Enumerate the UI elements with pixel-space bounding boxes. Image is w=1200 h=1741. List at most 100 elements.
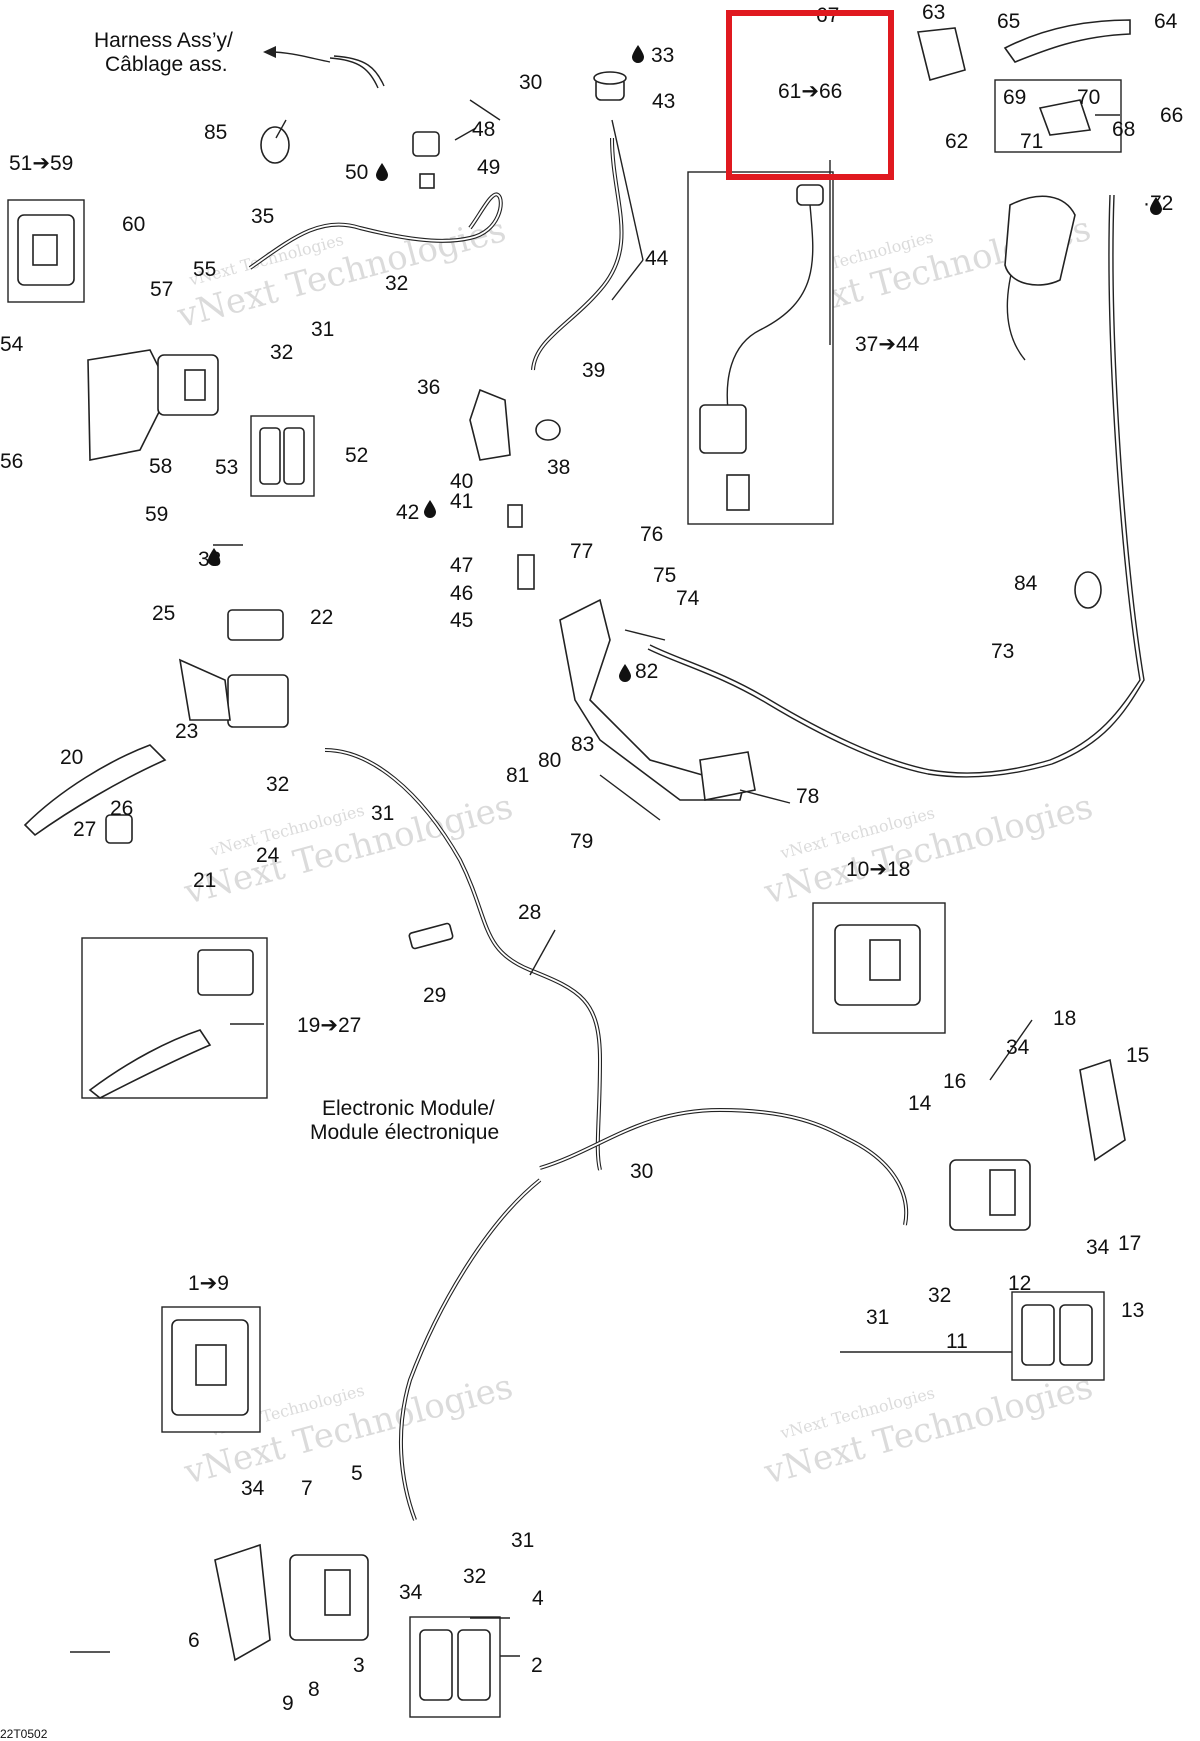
callout: 19➔27 — [297, 1014, 361, 1037]
caliper-piston — [32, 234, 58, 266]
leader-line — [989, 1019, 1033, 1081]
callout: 30 — [519, 71, 542, 94]
callout: 7 — [301, 1477, 313, 1500]
clamp — [260, 126, 290, 164]
callout: 58 — [149, 455, 172, 478]
callout: 29 — [423, 984, 446, 1007]
callout: 78 — [796, 785, 819, 808]
callout: 68 — [1112, 118, 1135, 141]
callout: 13 — [1121, 1299, 1144, 1322]
callout: 32 — [385, 272, 408, 295]
reservoir-hose — [531, 137, 624, 371]
callout: 34 — [1086, 1236, 1110, 1259]
switch-nut — [419, 173, 435, 189]
caliper-piston — [195, 1344, 227, 1386]
callout: 48 — [472, 118, 495, 141]
callout: 65 — [997, 10, 1020, 33]
callout: 2 — [531, 1654, 543, 1677]
brake-line — [249, 193, 502, 269]
watermark-layer: vNext Technologies vNext Technologies vN… — [173, 209, 1097, 1493]
callout: 70 — [1077, 86, 1100, 109]
callout: 80 — [538, 749, 561, 772]
callout-labels: 67 63 65 64 33 30 43 61➔66 69 70 66 68 7… — [0, 1, 1183, 1715]
brake-lever — [88, 1029, 212, 1099]
reservoir-cover — [227, 609, 284, 641]
callout: 8 — [308, 1678, 320, 1701]
callout: 27 — [73, 818, 96, 841]
brake-pad — [457, 1629, 491, 1701]
callout: 6 — [188, 1629, 200, 1652]
reservoir-hose — [532, 137, 623, 371]
callout: 32 — [463, 1565, 486, 1588]
caliper-bracket — [87, 349, 171, 461]
callout: 79 — [570, 830, 593, 853]
callout: 3 — [353, 1654, 365, 1677]
switch — [412, 131, 440, 157]
pedal-pad — [699, 751, 756, 801]
module-caption-line1: Electronic Module/ — [322, 1097, 495, 1120]
caliper-bracket — [214, 1543, 271, 1662]
callout: 49 — [477, 156, 500, 179]
leader-lines — [70, 99, 1120, 1657]
callout: 9 — [282, 1692, 294, 1715]
brake-pad — [1021, 1304, 1055, 1366]
drop-icon — [208, 548, 220, 566]
clevis — [517, 554, 535, 590]
callout: 12 — [1008, 1272, 1031, 1295]
callout: 44 — [645, 247, 669, 270]
highlight-box — [726, 10, 894, 180]
leader-line — [739, 789, 791, 804]
return-spring — [599, 774, 661, 821]
caliper-piston — [324, 1569, 351, 1616]
callout: 32 — [928, 1284, 951, 1307]
callout: 35 — [251, 205, 274, 228]
callout: 11 — [946, 1330, 968, 1353]
harness-caption-line1: Harness Ass’y/ — [94, 29, 233, 52]
harness-caption-line2: Câblage ass. — [105, 53, 228, 76]
callout: 34 — [1006, 1036, 1030, 1059]
lever-bracket — [917, 27, 966, 81]
callout: 47 — [450, 554, 473, 577]
callout: 75 — [653, 564, 676, 587]
handle-grip — [1004, 195, 1076, 286]
callout: 34 — [241, 1477, 265, 1500]
diagram-reference-code: 22T0502 — [0, 1727, 48, 1741]
callout: 84 — [1014, 572, 1038, 595]
callout: 46 — [450, 582, 473, 605]
pushrod — [507, 504, 523, 528]
callout: 50 — [345, 161, 368, 184]
callout: 41 — [450, 490, 473, 513]
callout: 74 — [676, 587, 700, 610]
callout: 39 — [582, 359, 605, 382]
callout: 22 — [310, 606, 333, 629]
callout: 76 — [640, 523, 663, 546]
callout: 21 — [193, 869, 216, 892]
leader-line — [529, 929, 556, 976]
hose-guard — [408, 922, 454, 950]
brake-pad — [283, 427, 305, 485]
brake-line-lower — [400, 1179, 541, 1521]
callout: 34 — [399, 1581, 423, 1604]
brake-line-main — [324, 749, 601, 1171]
callout: 31 — [866, 1306, 889, 1329]
callout: 37➔44 — [855, 333, 920, 356]
callout: 1➔9 — [188, 1272, 229, 1295]
callout: 43 — [652, 90, 675, 113]
drop-icon — [619, 664, 631, 682]
callout: 51➔59 — [9, 152, 73, 175]
callout: 25 — [152, 602, 175, 625]
callout: 56 — [0, 450, 23, 473]
callout: 42 — [396, 501, 419, 524]
callout: 85 — [204, 121, 227, 144]
callout: 15 — [1126, 1044, 1149, 1067]
drop-icon — [632, 45, 644, 63]
rod — [726, 474, 750, 511]
reservoir-cap — [593, 71, 627, 85]
callout: 4 — [532, 1587, 544, 1610]
callout: 16 — [943, 1070, 966, 1093]
callout: 24 — [256, 844, 280, 867]
callout: 17 — [1118, 1232, 1141, 1255]
parts-layer — [7, 19, 1131, 1718]
callout: 69 — [1003, 86, 1026, 109]
lever-bushing — [535, 419, 561, 441]
